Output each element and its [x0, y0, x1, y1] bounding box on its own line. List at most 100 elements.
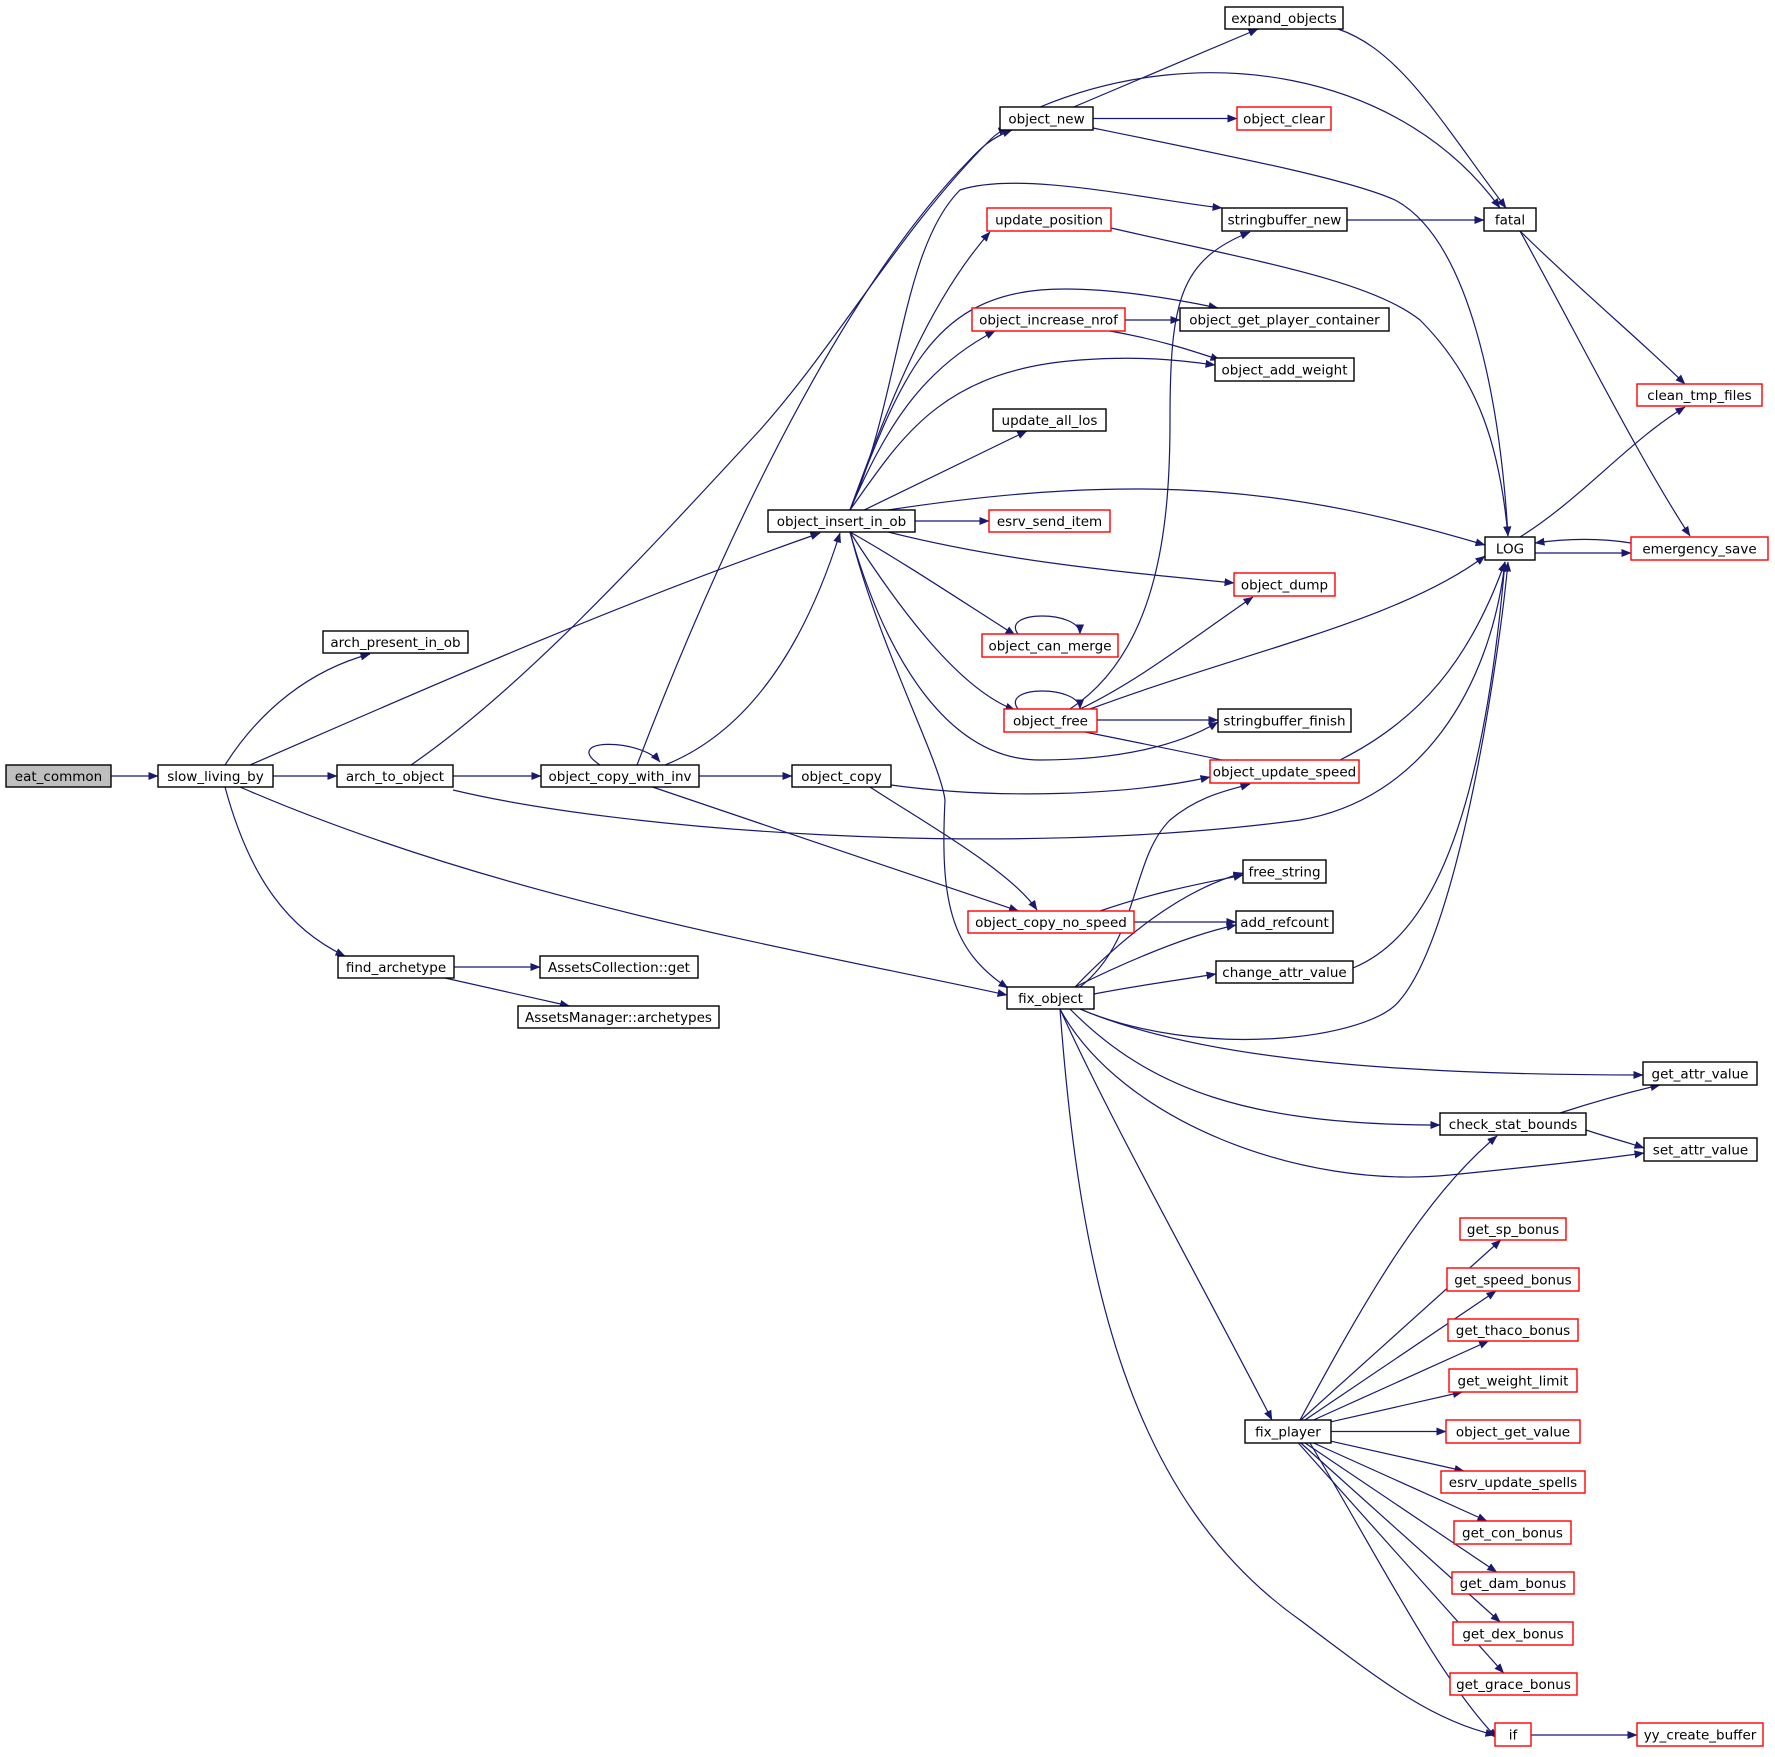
edge-object_free-to-object_free — [1014, 690, 1084, 710]
node-box — [1459, 1217, 1567, 1241]
node-object-clear[interactable]: object_clear — [1236, 106, 1332, 131]
node-update-position[interactable]: update_position — [986, 207, 1112, 232]
edge-fix_object-to-get_attr_value — [1079, 1008, 1644, 1079]
edge-line — [239, 786, 1008, 997]
node-box — [1451, 1571, 1575, 1595]
node-box — [157, 764, 274, 788]
node-get-sp-bonus[interactable]: get_sp_bonus — [1459, 1217, 1567, 1241]
node-get-dex-bonus[interactable]: get_dex_bonus — [1452, 1621, 1574, 1646]
node-log[interactable]: LOG — [1484, 536, 1536, 561]
node-check-stat-bounds[interactable]: check_stat_bounds — [1439, 1112, 1587, 1136]
edge-slow_living_by-to-arch_present_in_ob — [224, 652, 371, 766]
edge-line — [1352, 561, 1509, 969]
node-object-copy[interactable]: object_copy — [791, 764, 892, 788]
edge-object_insert_in_ob-to-update_all_los — [863, 430, 1028, 511]
node-label: object_clear — [1243, 112, 1325, 128]
node-box — [1003, 708, 1098, 733]
node-box — [1643, 1137, 1758, 1162]
node-if[interactable]: if — [1494, 1722, 1532, 1747]
node-object-can-merge[interactable]: object_can_merge — [981, 633, 1119, 658]
node-box — [988, 509, 1111, 533]
node-object-update-speed[interactable]: object_update_speed — [1209, 759, 1360, 784]
node-label: update_all_los — [1002, 413, 1098, 429]
node-find-archetype[interactable]: find_archetype — [337, 955, 455, 979]
node-add-refcount[interactable]: add_refcount — [1235, 910, 1334, 934]
node-object-insert-in-ob[interactable]: object_insert_in_ob — [767, 509, 916, 533]
node-get-con-bonus[interactable]: get_con_bonus — [1453, 1520, 1572, 1545]
edge-line — [224, 786, 346, 957]
edge-fix_player-to-get_con_bonus — [1313, 1442, 1488, 1522]
node-object-dump[interactable]: object_dump — [1233, 572, 1336, 597]
node-get-attr-value[interactable]: get_attr_value — [1642, 1061, 1758, 1086]
node-slow-living-by[interactable]: slow_living_by — [157, 764, 274, 788]
node-box — [517, 1005, 720, 1029]
node-object-copy-no-speed[interactable]: object_copy_no_speed — [967, 910, 1135, 934]
node-label: check_stat_bounds — [1449, 1117, 1577, 1133]
node-esrv-send-item[interactable]: esrv_send_item — [988, 509, 1111, 533]
node-yy-create-buffer[interactable]: yy_create_buffer — [1636, 1722, 1764, 1747]
node-get-speed-bonus[interactable]: get_speed_bonus — [1446, 1267, 1580, 1292]
node-box — [1244, 1419, 1332, 1444]
node-box — [992, 408, 1107, 432]
node-stringbuffer-finish[interactable]: stringbuffer_finish — [1217, 708, 1352, 733]
node-arch-to-object[interactable]: arch_to_object — [336, 764, 454, 788]
node-label: get_dam_bonus — [1460, 1576, 1567, 1592]
node-get-dam-bonus[interactable]: get_dam_bonus — [1451, 1571, 1575, 1595]
edge-object_copy_with_inv-to-object_copy_with_inv — [588, 743, 661, 766]
node-box — [1484, 536, 1536, 561]
edge-fix_player-to-get_thaco_bonus — [1313, 1340, 1490, 1421]
node-label: update_position — [995, 213, 1103, 229]
edge-object_free-to-LOG — [1089, 555, 1486, 710]
node-fatal[interactable]: fatal — [1483, 207, 1537, 232]
node-update-all-los[interactable]: update_all_los — [992, 408, 1107, 432]
node-box — [1440, 1470, 1586, 1494]
node-get-thaco-bonus[interactable]: get_thaco_bonus — [1447, 1318, 1579, 1342]
node-get-grace-bonus[interactable]: get_grace_bonus — [1449, 1672, 1578, 1696]
edge-object_copy_with_inv-to-object_new — [636, 129, 1013, 766]
node-set-attr-value[interactable]: set_attr_value — [1643, 1137, 1758, 1162]
node-assetscollection-get[interactable]: AssetsCollection::get — [539, 955, 699, 979]
node-label: arch_present_in_ob — [330, 635, 460, 651]
node-label: stringbuffer_new — [1228, 213, 1342, 229]
node-stringbuffer-new[interactable]: stringbuffer_new — [1221, 207, 1348, 232]
node-object-copy-with-inv[interactable]: object_copy_with_inv — [540, 764, 700, 788]
node-box — [767, 509, 916, 533]
node-object-increase-nrof[interactable]: object_increase_nrof — [971, 307, 1126, 332]
edge-object_free-to-object_dump — [1079, 596, 1254, 710]
node-expand-objects[interactable]: expand_objects — [1224, 6, 1344, 30]
node-label: object_copy_no_speed — [975, 915, 1127, 931]
node-object-get-value[interactable]: object_get_value — [1445, 1419, 1581, 1444]
node-fix-player[interactable]: fix_player — [1244, 1419, 1332, 1444]
node-emergency-save[interactable]: emergency_save — [1630, 536, 1769, 561]
node-assetsmanager-archetypes[interactable]: AssetsManager::archetypes — [517, 1005, 720, 1029]
node-label: fix_object — [1018, 991, 1083, 1007]
edge-object_insert_in_ob-to-stringbuffer_new — [849, 182, 1223, 511]
node-clean-tmp-files[interactable]: clean_tmp_files — [1636, 383, 1763, 407]
node-object-add-weight[interactable]: object_add_weight — [1214, 357, 1355, 382]
node-label: arch_to_object — [346, 769, 444, 785]
node-esrv-update-spells[interactable]: esrv_update_spells — [1440, 1470, 1586, 1494]
node-arch-present-in-ob[interactable]: arch_present_in_ob — [322, 630, 469, 654]
node-label: fatal — [1495, 213, 1525, 229]
node-label: object_copy — [801, 769, 882, 785]
edge-object_new-to-fatal — [1039, 72, 1501, 209]
edge-line — [1304, 1290, 1497, 1421]
node-object-get-player-container[interactable]: object_get_player_container — [1179, 307, 1390, 332]
edge-object_can_merge-to-object_can_merge — [1014, 615, 1084, 635]
node-eat-common[interactable]: eat_common — [5, 764, 112, 788]
node-change-attr-value[interactable]: change_attr_value — [1215, 960, 1354, 984]
edge-line — [1330, 1440, 1465, 1473]
edge-line — [1089, 555, 1486, 710]
node-get-weight-limit[interactable]: get_weight_limit — [1448, 1368, 1578, 1393]
node-object-new[interactable]: object_new — [999, 106, 1094, 131]
edge-object_copy-to-object_copy_no_speed — [869, 786, 1038, 911]
node-fix-object[interactable]: fix_object — [1006, 986, 1095, 1010]
node-box — [1215, 960, 1354, 984]
edge-line — [1299, 1135, 1498, 1421]
node-free-string[interactable]: free_string — [1242, 859, 1327, 884]
edge-fatal-to-clean_tmp_files — [1519, 230, 1686, 385]
edge-line — [1073, 28, 1259, 108]
node-object-free[interactable]: object_free — [1003, 708, 1098, 733]
node-box — [540, 764, 700, 788]
edge-line — [849, 531, 1016, 711]
